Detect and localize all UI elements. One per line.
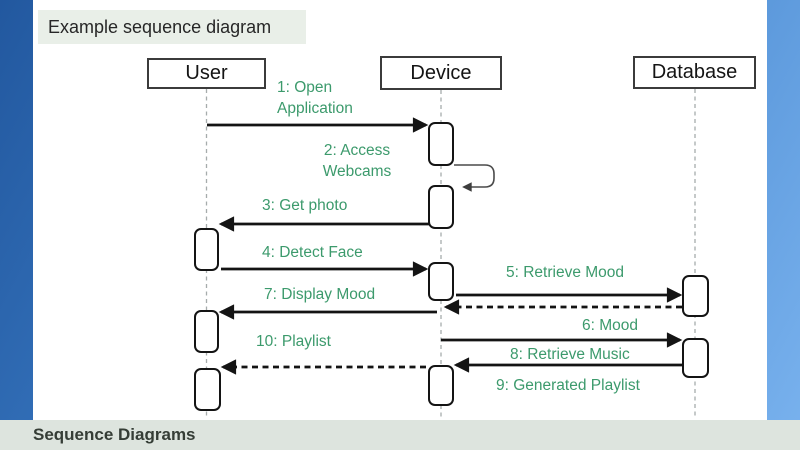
activation-database-2 bbox=[682, 338, 709, 378]
actor-box-database: Database bbox=[633, 56, 756, 89]
activation-device-3 bbox=[428, 262, 454, 301]
slide-title: Example sequence diagram bbox=[38, 10, 306, 44]
activation-user-2 bbox=[194, 310, 219, 353]
message-5-label: 5: Retrieve Mood bbox=[506, 264, 625, 281]
activation-device-2 bbox=[428, 185, 454, 229]
actor-box-user: User bbox=[147, 58, 266, 89]
activation-user-3 bbox=[194, 368, 221, 411]
message-8-label: 8: Retrieve Music bbox=[510, 346, 630, 363]
activation-device-4 bbox=[428, 365, 454, 406]
actor-box-device: Device bbox=[380, 56, 502, 90]
activation-database-1 bbox=[682, 275, 709, 317]
actor-label-user: User bbox=[185, 62, 228, 84]
message-2-label: 2: Access Webcams bbox=[322, 142, 392, 180]
message-10-label: 10: Playlist bbox=[256, 333, 331, 350]
message-2-self-loop-arrow bbox=[454, 164, 495, 192]
message-4-label: 4: Detect Face bbox=[262, 244, 363, 261]
activation-user-1 bbox=[194, 228, 219, 271]
footer-section-title: Sequence Diagrams bbox=[0, 420, 800, 450]
message-7-label: 7: Display Mood bbox=[264, 286, 376, 303]
actor-label-database: Database bbox=[651, 61, 738, 83]
actor-label-device: Device bbox=[410, 61, 472, 84]
message-1-label: 1: Open Application bbox=[277, 79, 353, 117]
activation-device-1 bbox=[428, 122, 454, 166]
message-3-label: 3: Get photo bbox=[262, 197, 348, 214]
message-9-label: 9: Generated Playlist bbox=[496, 377, 640, 394]
message-6-label: 6: Mood bbox=[582, 317, 639, 334]
